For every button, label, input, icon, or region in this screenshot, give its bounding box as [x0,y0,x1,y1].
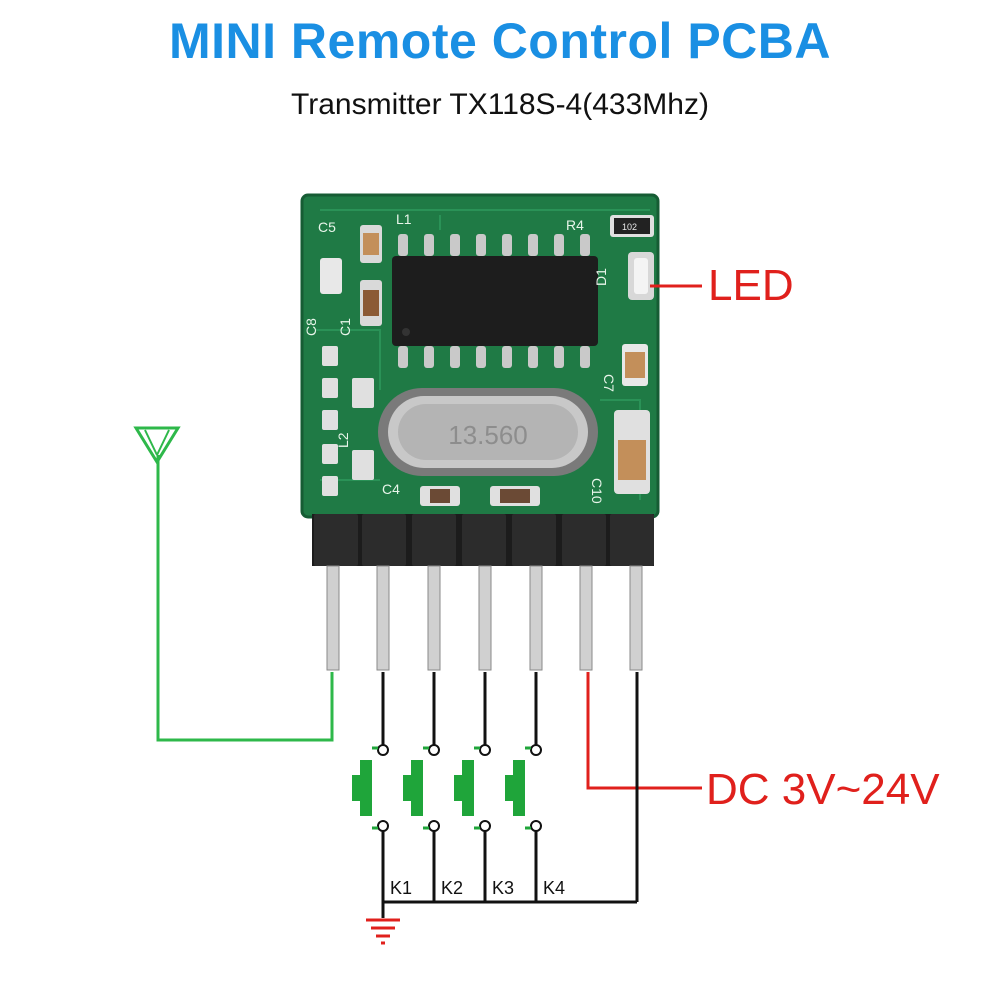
silk-c7: C7 [601,374,617,392]
key-label-k3: K3 [492,878,514,898]
silk-d1: D1 [593,268,609,286]
pin-header [312,514,654,671]
silk-c5: C5 [318,219,336,235]
crystal-marking: 13.560 [448,420,528,450]
silk-102: 102 [622,222,637,232]
silk-c8: C8 [303,318,319,336]
silk-l1: L1 [396,211,412,227]
push-button-k2 [403,744,440,832]
key-label-k4: K4 [543,878,565,898]
antenna-icon [133,426,334,742]
ground-icon [366,918,400,945]
silk-c4: C4 [382,481,400,497]
key-label-k1: K1 [390,878,412,898]
silk-c10: C10 [589,478,605,504]
ic-chip [392,234,598,368]
push-button-k3 [454,744,491,832]
page-title: MINI Remote Control PCBA [169,13,831,69]
power-wire [586,672,702,790]
pcb-board: 13.560 [300,193,660,519]
silk-c1: C1 [337,318,353,336]
silk-r4: R4 [566,217,584,233]
smd-components [320,215,654,506]
led-label: LED [708,261,794,310]
silk-l2: L2 [335,432,351,448]
key-label-k2: K2 [441,878,463,898]
power-label: DC 3V~24V [706,765,940,814]
key-wiring [381,672,639,918]
crystal-oscillator: 13.560 [378,388,598,476]
push-button-k1 [352,744,389,832]
push-button-k4 [505,744,542,832]
page-subtitle: Transmitter TX118S-4(433Mhz) [291,88,709,121]
